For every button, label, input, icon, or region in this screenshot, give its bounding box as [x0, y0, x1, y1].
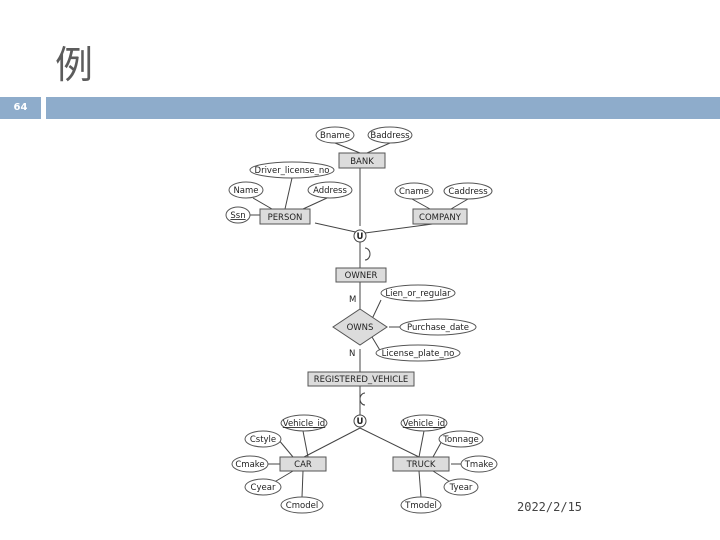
entity-car	[279, 456, 327, 472]
attr-tonnage-label: Tonnage	[442, 435, 479, 445]
entity-car-label: CAR	[294, 460, 312, 470]
entity-person	[259, 208, 311, 225]
attr-cyear	[244, 478, 282, 496]
attr-bname	[315, 126, 355, 144]
entity-bank	[338, 152, 386, 169]
attr-caddress-label: Caddress	[448, 187, 488, 197]
union-circle-top	[353, 229, 367, 243]
attr-cstyle	[244, 430, 282, 448]
attr-tonnage	[438, 430, 484, 448]
relationship-owns-label: OWNS	[347, 323, 374, 333]
attr-license-plate-no	[375, 344, 461, 362]
entity-bank-label: BANK	[350, 157, 374, 167]
header-accent-bar	[46, 97, 720, 119]
attr-ssn	[225, 206, 251, 224]
attr-name	[228, 181, 264, 199]
entity-truck	[392, 456, 450, 472]
attr-license-plate-no-label: License_plate_no	[382, 349, 455, 359]
attr-bname-label: Bname	[320, 131, 350, 141]
page-number-bar	[0, 97, 41, 119]
attr-car-vehicle-id	[280, 414, 328, 432]
attr-car-vehicle-id-label: Vehicle_id	[283, 419, 325, 429]
slide-title: 例	[55, 43, 96, 87]
attr-baddress	[367, 126, 413, 144]
attr-ssn-label: Ssn	[230, 211, 245, 221]
entity-person-label: PERSON	[268, 213, 303, 223]
attr-driver-license-no	[249, 161, 335, 179]
attr-purchase-date-label: Purchase_date	[407, 323, 469, 333]
attr-address	[307, 181, 353, 199]
attr-cyear-label: Cyear	[251, 483, 276, 493]
attr-tmodel-label: Tmodel	[404, 501, 437, 511]
attr-tyear-label: Tyear	[449, 483, 473, 493]
entity-owner	[335, 267, 387, 283]
attr-truck-vehicle-id	[400, 414, 448, 432]
attr-cmake-label: Cmake	[235, 460, 264, 470]
attr-name-label: Name	[233, 186, 258, 196]
attr-tmake-label: Tmake	[464, 460, 494, 470]
page-number: 64	[13, 102, 28, 113]
attr-cmodel	[280, 496, 324, 514]
attr-truck-vehicle-id-label: Vehicle_id	[403, 419, 445, 429]
relationship-owns	[332, 308, 388, 346]
attr-driver-license-no-label: Driver_license_no	[255, 166, 330, 176]
entity-registered-vehicle	[307, 371, 415, 387]
attr-cname-label: Cname	[399, 187, 429, 197]
entity-company-label: COMPANY	[419, 213, 462, 223]
entity-owner-label: OWNER	[345, 271, 378, 281]
union-bottom-label: U	[357, 417, 364, 427]
slide-date: 2022/2/15	[517, 500, 583, 514]
union-top-label: U	[357, 232, 364, 242]
attr-cmake	[231, 455, 269, 473]
attr-tmake	[460, 455, 498, 473]
attr-baddress-label: Baddress	[370, 131, 410, 141]
attr-caddress	[443, 182, 493, 200]
attr-lien-or-regular-label: Lien_or_regular	[385, 289, 451, 299]
cardinality-m: M	[349, 295, 356, 305]
attr-address-label: Address	[313, 186, 347, 196]
entity-truck-label: TRUCK	[406, 460, 436, 470]
entity-registered-vehicle-label: REGISTERED_VEHICLE	[314, 375, 409, 385]
attr-cmodel-label: Cmodel	[286, 501, 318, 511]
er-diagram: Bname Baddress BANK Driver_license_no Na…	[225, 126, 498, 514]
attr-cname	[394, 182, 434, 200]
attr-purchase-date	[399, 318, 477, 336]
cardinality-n: N	[349, 349, 355, 359]
attr-tmodel	[400, 496, 442, 514]
attr-lien-or-regular	[380, 284, 456, 302]
attr-tyear	[443, 478, 479, 496]
entity-company	[412, 208, 468, 225]
union-circle-bottom	[353, 414, 367, 428]
attr-cstyle-label: Cstyle	[250, 435, 276, 445]
